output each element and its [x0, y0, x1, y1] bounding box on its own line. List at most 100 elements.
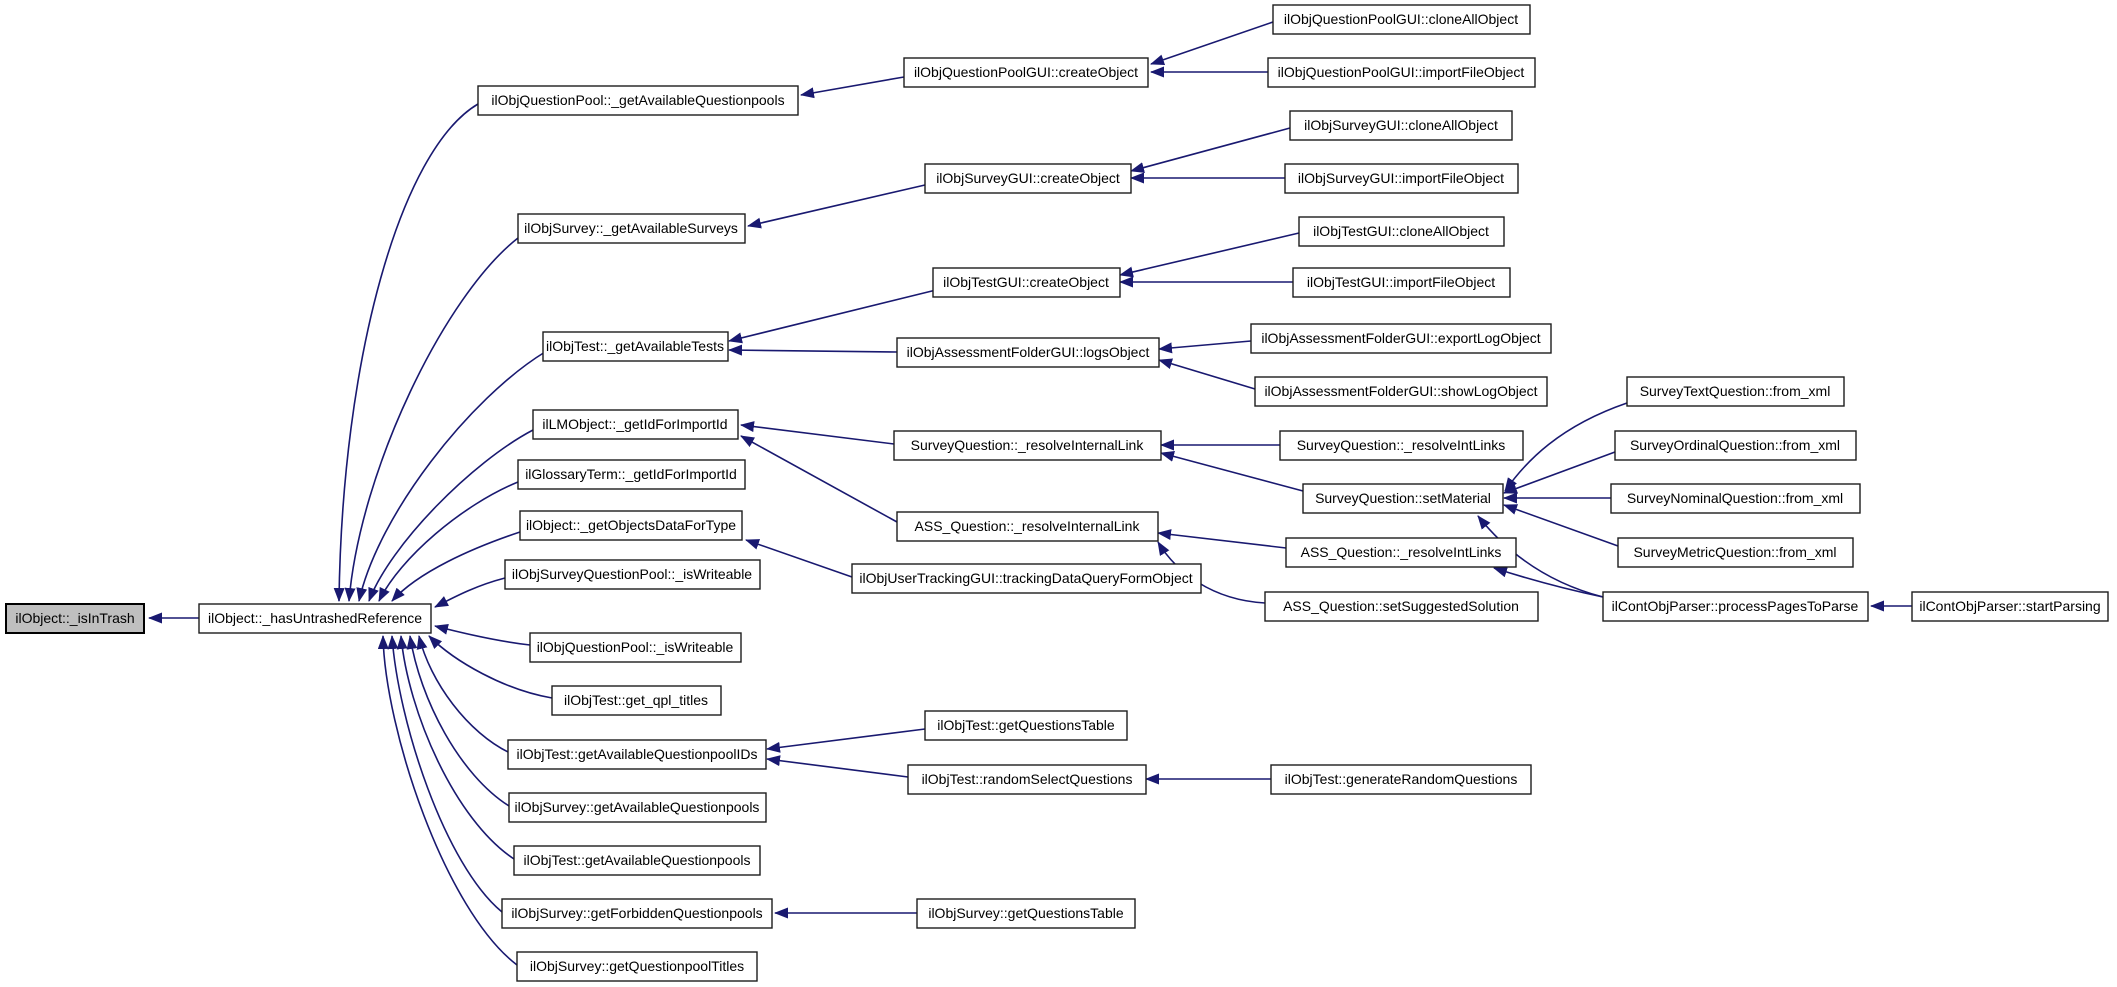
edge-exportlogobject-logsobject [1158, 340, 1252, 354]
edge-surveyguicloneallobject-surveyguicreateobject [1130, 127, 1291, 173]
node-label: ilObjTest::generateRandomQuestions [1285, 771, 1518, 787]
edge-metricfromxml-setmaterial [1503, 504, 1619, 547]
node-label: ilObjTest::getAvailableQuestionpoolIDs [517, 746, 758, 762]
edge-layer [148, 21, 1912, 966]
node-box [907, 764, 1147, 795]
edge-getavailabletests-hub [356, 351, 546, 602]
node-label: ilObjTest::getAvailableQuestionpools [524, 852, 751, 868]
node-survey-get-questions-table[interactable]: ilObjSurvey::getQuestionsTable [916, 898, 1136, 929]
node-ordinal-from-xml[interactable]: SurveyOrdinalQuestion::from_xml [1614, 430, 1857, 461]
node-survey-gui-create-object[interactable]: ilObjSurveyGUI::createObject [924, 163, 1132, 194]
node-get-available-questionpool-ids[interactable]: ilObjTest::getAvailableQuestionpoolIDs [507, 739, 767, 770]
node-box [924, 163, 1132, 194]
node-box [932, 267, 1121, 298]
node-get-qpl-titles[interactable]: ilObjTest::get_qpl_titles [551, 685, 722, 716]
node-box [1626, 376, 1845, 407]
node-test-get-available-questionpools[interactable]: ilObjTest::getAvailableQuestionpools [513, 845, 761, 876]
node-box [519, 510, 743, 541]
edge-processpagestoparse-setmaterial [1477, 515, 1604, 598]
node-survey-get-available-questionpools[interactable]: ilObjSurvey::getAvailableQuestionpools [508, 792, 767, 823]
edge-assresolveintlinks-assresolveinternallink [1157, 529, 1287, 549]
node-process-pages-to-parse[interactable]: ilContObjParser::processPagesToParse [1602, 591, 1869, 622]
edge-getobjectsdatafortype-hub [391, 531, 521, 602]
node-box [517, 213, 746, 244]
node-qp-gui-import-file-object[interactable]: ilObjQuestionPoolGUI::importFileObject [1267, 57, 1536, 88]
node-test-gui-import-file-object[interactable]: ilObjTestGUI::importFileObject [1292, 267, 1511, 298]
node-label: ilObjAssessmentFolderGUI::logsObject [907, 344, 1150, 360]
node-box [1302, 483, 1504, 514]
node-box [893, 430, 1162, 461]
node-box [517, 459, 746, 490]
node-test-get-questions-table[interactable]: ilObjTest::getQuestionsTable [924, 710, 1128, 741]
node-get-available-questionpools[interactable]: ilObjQuestionPool::_getAvailableQuestion… [477, 85, 799, 116]
node-text-from-xml[interactable]: SurveyTextQuestion::from_xml [1626, 376, 1845, 407]
node-label: ilObjSurvey::getAvailableQuestionpools [515, 799, 760, 815]
node-qp-gui-clone-all-object[interactable]: ilObjQuestionPoolGUI::cloneAllObject [1272, 4, 1531, 35]
node-box [516, 951, 758, 982]
node-survey-question-pool-is-writeable[interactable]: ilObjSurveyQuestionPool::_isWriteable [504, 559, 761, 590]
edge-getavailablesurveys-hub [344, 237, 519, 602]
node-ass-resolve-int-links[interactable]: ASS_Question::_resolveIntLinks [1285, 537, 1517, 568]
node-question-pool-is-writeable[interactable]: ilObjQuestionPool::_isWriteable [529, 632, 742, 663]
node-test-gui-create-object[interactable]: ilObjTestGUI::createObject [932, 267, 1121, 298]
node-nominal-from-xml[interactable]: SurveyNominalQuestion::from_xml [1610, 483, 1861, 514]
node-label: ilContObjParser::processPagesToParse [1612, 598, 1859, 614]
node-set-material[interactable]: SurveyQuestion::setMaterial [1302, 483, 1504, 514]
edge-surveyquestionpooliswriteable-hub [434, 577, 506, 608]
node-label: ilObjUserTrackingGUI::trackingDataQueryF… [859, 570, 1192, 586]
node-label: ilObjTest::randomSelectQuestions [922, 771, 1133, 787]
edge-testgetavailablequestionpools-hub [396, 635, 515, 860]
node-metric-from-xml[interactable]: SurveyMetricQuestion::from_xml [1617, 537, 1854, 568]
node-label: ilObjSurveyQuestionPool::_isWriteable [512, 566, 752, 582]
node-box [1617, 537, 1854, 568]
node-label: ilObjSurveyGUI::createObject [936, 170, 1120, 186]
node-test-gui-clone-all-object[interactable]: ilObjTestGUI::cloneAllObject [1298, 216, 1505, 247]
node-qp-gui-create-object[interactable]: ilObjQuestionPoolGUI::createObject [903, 57, 1149, 88]
edge-ordinalfromxml-setmaterial [1503, 451, 1616, 494]
node-label: ASS_Question::_resolveIntLinks [1301, 544, 1502, 560]
node-tracking-data-query-form-object[interactable]: ilObjUserTrackingGUI::trackingDataQueryF… [851, 563, 1202, 594]
node-box [1272, 4, 1531, 35]
node-label: SurveyQuestion::_resolveInternalLink [911, 437, 1145, 453]
node-show-log-object[interactable]: ilObjAssessmentFolderGUI::showLogObject [1254, 376, 1548, 407]
edge-testgetquestionstable-getavailablequestionpoolids [766, 728, 926, 753]
node-generate-random-questions[interactable]: ilObjTest::generateRandomQuestions [1270, 764, 1532, 795]
node-label: SurveyQuestion::_resolveIntLinks [1297, 437, 1506, 453]
edge-randomselectquestions-getavailablequestionpoolids [766, 755, 909, 778]
node-export-log-object[interactable]: ilObjAssessmentFolderGUI::exportLogObjec… [1250, 323, 1552, 354]
node-lm-get-id-for-import-id[interactable]: ilLMObject::_getIdForImportId [532, 409, 739, 440]
node-get-forbidden-questionpools[interactable]: ilObjSurvey::getForbiddenQuestionpools [501, 898, 773, 929]
edge-setmaterial-sqresolveinternallink [1160, 451, 1304, 492]
node-label: ilObjQuestionPool::_isWriteable [537, 639, 734, 655]
node-logs-object[interactable]: ilObjAssessmentFolderGUI::logsObject [896, 337, 1160, 368]
node-set-suggested-solution[interactable]: ASS_Question::setSuggestedSolution [1264, 591, 1539, 622]
node-is-in-trash[interactable]: ilObject::_isInTrash [5, 603, 145, 634]
node-box [501, 898, 773, 929]
edge-getavailablequestionpools-hub [333, 103, 479, 602]
node-get-questionpool-titles[interactable]: ilObjSurvey::getQuestionpoolTitles [516, 951, 758, 982]
node-glossary-get-id-for-import-id[interactable]: ilGlossaryTerm::_getIdForImportId [517, 459, 746, 490]
edge-surveygetavailablequestionpools-hub [406, 635, 510, 807]
node-get-available-tests[interactable]: ilObjTest::_getAvailableTests [542, 331, 729, 362]
node-label: SurveyOrdinalQuestion::from_xml [1630, 437, 1840, 453]
node-label: SurveyNominalQuestion::from_xml [1627, 490, 1843, 506]
node-ass-resolve-internal-link[interactable]: ASS_Question::_resolveInternalLink [896, 511, 1159, 542]
node-survey-gui-clone-all-object[interactable]: ilObjSurveyGUI::cloneAllObject [1289, 110, 1513, 141]
node-box [1292, 267, 1511, 298]
node-random-select-questions[interactable]: ilObjTest::randomSelectQuestions [907, 764, 1147, 795]
node-label: ilObjTest::_getAvailableTests [546, 338, 724, 354]
node-sq-resolve-int-links[interactable]: SurveyQuestion::_resolveIntLinks [1279, 430, 1524, 461]
node-has-untrashed-reference[interactable]: ilObject::_hasUntrashedReference [198, 603, 432, 634]
node-box [1267, 57, 1536, 88]
node-sq-resolve-internal-link[interactable]: SurveyQuestion::_resolveInternalLink [893, 430, 1162, 461]
node-label: ilObjSurvey::getForbiddenQuestionpools [511, 905, 762, 921]
edge-testguicreateobject-getavailabletests [728, 289, 937, 344]
node-get-available-surveys[interactable]: ilObjSurvey::_getAvailableSurveys [517, 213, 746, 244]
edge-assresolveinternallink-lmgetidforimportid [740, 435, 898, 523]
node-box [5, 603, 145, 634]
node-box [1254, 376, 1548, 407]
node-survey-gui-import-file-object[interactable]: ilObjSurveyGUI::importFileObject [1284, 163, 1519, 194]
node-start-parsing[interactable]: ilContObjParser::startParsing [1911, 591, 2109, 622]
node-get-objects-data-for-type[interactable]: ilObject::_getObjectsDataForType [519, 510, 743, 541]
